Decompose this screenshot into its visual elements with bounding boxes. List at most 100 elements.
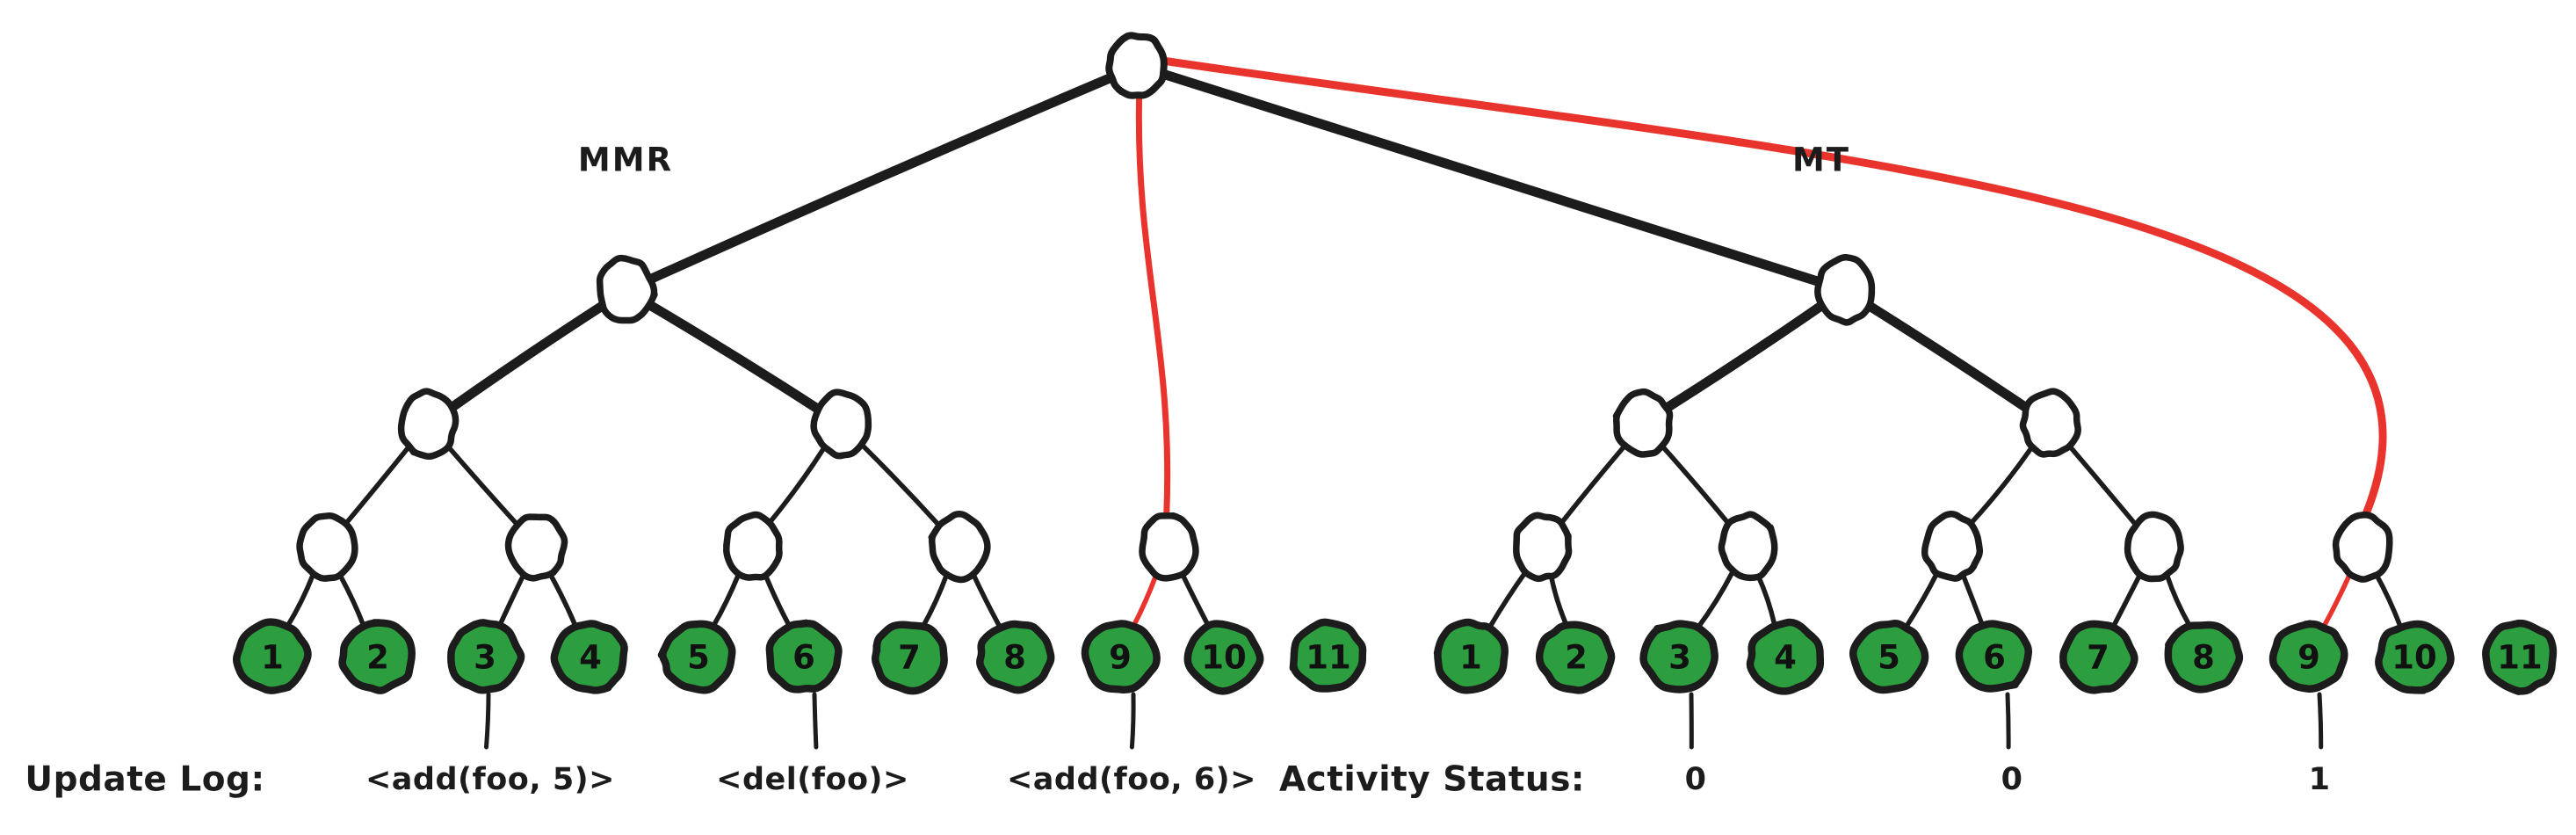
update-log-stem-1: [812, 692, 819, 750]
leaf-label: 9: [2297, 639, 2320, 677]
leaf-label: 7: [898, 639, 921, 677]
mt-leaf-5: 5: [1849, 620, 1929, 694]
activity-status-entry-3: 0: [1684, 762, 1707, 797]
leaf-ellipse: [2375, 620, 2455, 694]
mt-l2-to-l3-1-edge: [1660, 443, 1732, 527]
mt-leaf-11: 11: [2482, 619, 2558, 695]
mmr-level3-node-0: [296, 512, 358, 582]
mt-l3-2-leaf-b-edge: [1960, 573, 1986, 628]
mt-level3-node-3: [2124, 511, 2184, 583]
leaf-label: 3: [1668, 639, 1691, 677]
mmr-level3-node-2: [723, 511, 783, 581]
leaf-label: 8: [2192, 639, 2215, 677]
mt-l3-1-leaf-b-edge: [1755, 573, 1777, 628]
leaf-label: 2: [1565, 639, 1588, 677]
mmr-leaf-5: 5: [657, 620, 736, 694]
mmr-l3-1-leaf-a-edge: [496, 571, 526, 629]
leaf-label: 4: [579, 639, 602, 677]
mt-subroot-to-l2-0-edge: [1661, 301, 1827, 413]
mt-l3-0-leaf-a-edge: [1487, 570, 1529, 631]
leaf-label: 6: [1983, 639, 2006, 677]
mmr-leaf-2: 2: [338, 619, 416, 694]
mt-leaf-2: 2: [1535, 621, 1616, 694]
leaf-ellipse: [1081, 620, 1161, 694]
activity-status-label: Activity Status:: [1278, 759, 1586, 800]
mmr-l3-1-leaf-b-edge: [547, 571, 578, 629]
activity-status-entry-6: 0: [2001, 762, 2023, 797]
mmr-l2-to-l3-3-edge: [859, 442, 942, 528]
leaf-ellipse: [550, 620, 628, 694]
mmr-leaf-1: 1: [232, 618, 312, 694]
highlight-path-root-to-mt-peak: [1158, 56, 2387, 516]
leaf-label: 9: [1109, 639, 1132, 677]
mt-tree-label: MT: [1791, 141, 1851, 179]
activity-status-stem-2: [2317, 692, 2324, 750]
leaf-ellipse: [1289, 618, 1367, 693]
leaf-label: 7: [2087, 639, 2109, 677]
leaf-ellipse: [871, 621, 948, 695]
mmr-root-to-subroot-edge: [646, 72, 1117, 284]
mt-level2-node-1: [2019, 388, 2081, 458]
mt-l2-to-l3-3-edge: [2066, 443, 2138, 527]
mmr-l3-0-leaf-a-edge: [285, 571, 316, 629]
leaf-label: 4: [1774, 639, 1797, 677]
mt-leaf-4: 4: [1746, 618, 1825, 695]
leaf-label: 5: [1878, 639, 1900, 677]
leaf-label: 5: [687, 639, 710, 677]
update-log-entry-3: <add(foo, 5)>: [365, 762, 616, 797]
update-log-entry-6: <del(foo)>: [716, 762, 909, 797]
mmr-leaf-7: 7: [871, 621, 948, 695]
leaf-label: 11: [1306, 639, 1351, 677]
mt-leaf-10: 10: [2375, 620, 2455, 694]
update-log-entry-9: <add(foo, 6)>: [1006, 762, 1257, 797]
leaf-ellipse: [2059, 620, 2138, 694]
leaf-label: 10: [1201, 639, 1247, 677]
mmr-leaf-11: 11: [1289, 618, 1367, 693]
mmr-l3-3-leaf-b-edge: [970, 571, 1002, 629]
mt-level3-node-0: [1513, 512, 1573, 583]
edge-group-highlight: [1131, 56, 2387, 629]
mmr-subroot-node: [596, 254, 658, 324]
mmr-leaf-6: 6: [765, 619, 843, 693]
mmr-peak-to-leaf-9-edge: [1131, 572, 1159, 628]
annotation-stem-group: [484, 692, 2324, 750]
mt-level3-node-2: [1921, 511, 1984, 582]
mt-l3-0-leaf-b-edge: [1548, 574, 1569, 628]
mmr-level2-node-1: [810, 388, 872, 460]
mmr-l2-to-l3-1-edge: [445, 443, 520, 527]
mt-l3-3-leaf-a-edge: [2110, 571, 2143, 629]
edge-group-thin: [285, 442, 2403, 631]
mt-l3-2-leaf-a-edge: [1903, 570, 1940, 630]
leaf-label: 3: [474, 639, 496, 677]
leaf-label: 11: [2497, 639, 2543, 677]
mt-l3-3-leaf-b-edge: [2164, 572, 2193, 628]
mt-level2-node-0: [1612, 388, 1674, 458]
leaf-ellipse: [2482, 619, 2558, 695]
leaf-label: 6: [792, 639, 815, 677]
internal-node-group: [296, 32, 2393, 584]
mt-peak-to-leaf-9-edge: [2321, 571, 2353, 629]
mmr-leaf-9: 9: [1081, 620, 1161, 694]
mmr-l3-0-leaf-b-edge: [336, 571, 366, 628]
mt-subroot-node: [1814, 254, 1876, 326]
leaf-ellipse: [1955, 620, 2033, 693]
mmr-leaf-10: 10: [1183, 620, 1264, 695]
mmr-level3-node-1: [504, 513, 568, 582]
leaf-ellipse: [765, 619, 843, 693]
mt-leaf-6: 6: [1955, 620, 2033, 693]
mmr-l2-to-l3-0-edge: [343, 444, 412, 526]
mt-peak-to-leaf-10-edge: [2373, 571, 2403, 628]
leaf-label: 1: [261, 639, 284, 677]
mt-leaf-7: 7: [2059, 620, 2138, 694]
update-log-stem-0: [484, 692, 491, 750]
leaf-ellipse: [338, 619, 416, 694]
mmr-subroot-to-l2-1-edge: [644, 300, 823, 414]
leaf-ellipse: [1535, 621, 1616, 694]
mmr-l3-2-leaf-a-edge: [711, 571, 742, 629]
mt-l2-to-l3-0-edge: [1558, 444, 1627, 526]
leaf-ellipse: [1746, 618, 1825, 695]
mt-leaf-1: 1: [1433, 618, 1509, 694]
mmr-peak-to-leaf-10-edge: [1179, 571, 1212, 629]
